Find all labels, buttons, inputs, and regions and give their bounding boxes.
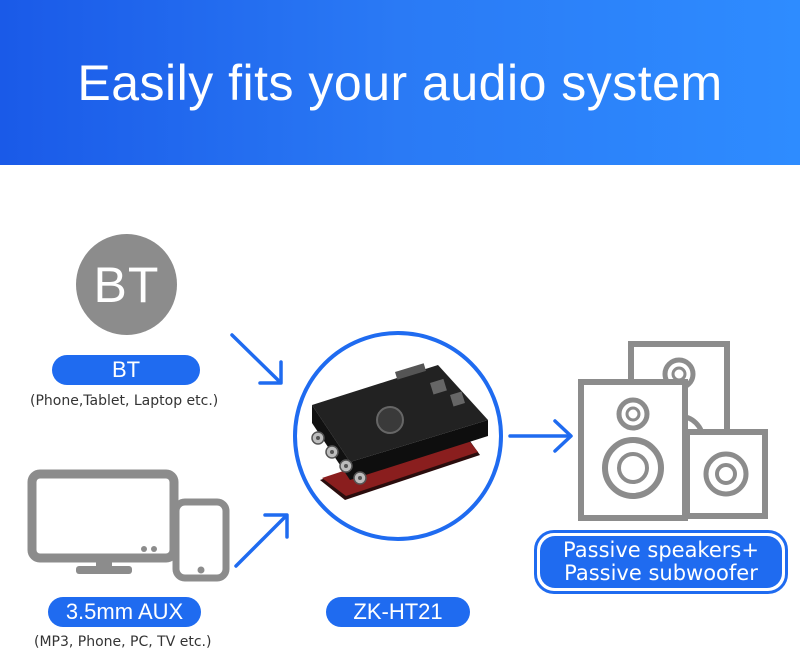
output-line-2: Passive subwoofer <box>564 561 758 585</box>
speakers-icon <box>578 341 768 521</box>
header-banner: Easily fits your audio system <box>0 0 800 165</box>
board-label-pill: ZK-HT21 <box>326 597 470 627</box>
monitor-icon <box>27 469 179 574</box>
smartphone-icon <box>172 498 230 582</box>
bt-label-pill: BT <box>52 355 200 385</box>
aux-label: 3.5mm AUX <box>65 599 184 624</box>
board-label: ZK-HT21 <box>353 599 443 624</box>
aux-label-pill: 3.5mm AUX <box>48 597 201 627</box>
bt-label: BT <box>111 357 141 382</box>
output-line-1: Passive speakers+ <box>563 538 759 562</box>
page-title: Easily fits your audio system <box>77 54 723 111</box>
amplifier-board-image <box>293 331 503 541</box>
bt-caption: (Phone,Tablet, Laptop etc.) <box>30 393 219 409</box>
output-label-pill: Passive speakers+ Passive subwoofer <box>534 530 788 594</box>
arrow-icon <box>234 513 289 568</box>
arrow-icon <box>230 333 283 385</box>
output-label-inner: Passive speakers+ Passive subwoofer <box>540 536 782 588</box>
bt-icon-text: BT <box>93 256 160 313</box>
bluetooth-circle-icon: BT <box>76 234 177 335</box>
aux-caption: (MP3, Phone, PC, TV etc.) <box>34 634 212 650</box>
arrow-icon <box>508 419 573 453</box>
